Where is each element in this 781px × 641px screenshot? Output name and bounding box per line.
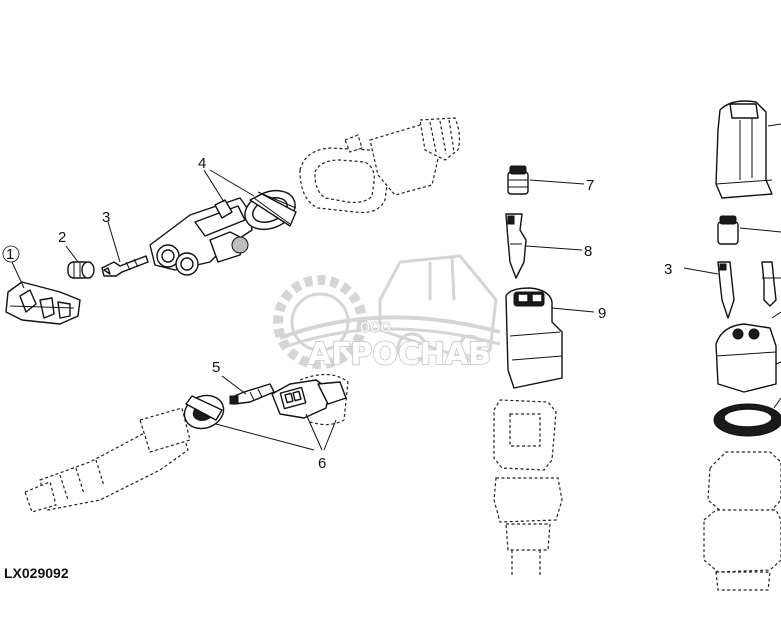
callout-9: 9 — [598, 305, 606, 322]
leader-5 — [221, 375, 247, 395]
watermark-small-text: ООО — [360, 321, 391, 336]
part-1-retainer — [5, 281, 81, 325]
right-connector-body — [715, 311, 781, 393]
right-connector-top — [715, 100, 781, 199]
part-6-connector — [271, 379, 347, 419]
part-8-terminal — [505, 213, 527, 279]
part-6-seal — [183, 394, 225, 430]
callout-5: 5 — [212, 359, 220, 376]
callout-3-left: 3 — [102, 209, 110, 226]
callout-7: 7 — [586, 177, 594, 194]
part-7-seal — [507, 165, 529, 195]
callout-1: 1 — [6, 246, 14, 263]
part-9-connector — [505, 287, 563, 389]
right-seal-ring — [713, 397, 781, 437]
leader-3-right — [683, 267, 719, 275]
leader-9 — [551, 307, 595, 313]
part-3-terminal — [101, 255, 149, 277]
dashed-sensor-center — [493, 399, 563, 575]
leader-6a — [215, 423, 315, 451]
callout-4: 4 — [198, 155, 206, 172]
dashed-sensor-right — [703, 451, 781, 591]
leader-8 — [525, 245, 583, 251]
leader-7 — [529, 179, 585, 185]
leader-2 — [65, 245, 79, 263]
part-4-seal — [244, 189, 297, 231]
right-seal-plug — [717, 215, 781, 245]
figure-code: LX029092 — [4, 565, 69, 581]
callout-8: 8 — [584, 243, 592, 260]
agrosnab-watermark-logo: ООО АГРОСНАБ — [273, 254, 501, 373]
callout-6: 6 — [318, 455, 326, 472]
part-2-seal-plug — [67, 261, 95, 279]
leader-4a — [203, 169, 225, 203]
part-4-connector-housing — [149, 197, 253, 276]
leader-4b — [209, 169, 255, 197]
dashed-sensor-upper — [299, 117, 461, 214]
callout-3-right: 3 — [664, 261, 672, 278]
leader-6b — [305, 413, 323, 451]
callout-2: 2 — [58, 229, 66, 246]
right-terminal — [717, 261, 781, 319]
leader-6c — [323, 419, 337, 451]
leader-1 — [11, 261, 25, 289]
watermark-big-text: АГРОСНАБ — [308, 337, 491, 372]
leader-3 — [107, 221, 121, 263]
